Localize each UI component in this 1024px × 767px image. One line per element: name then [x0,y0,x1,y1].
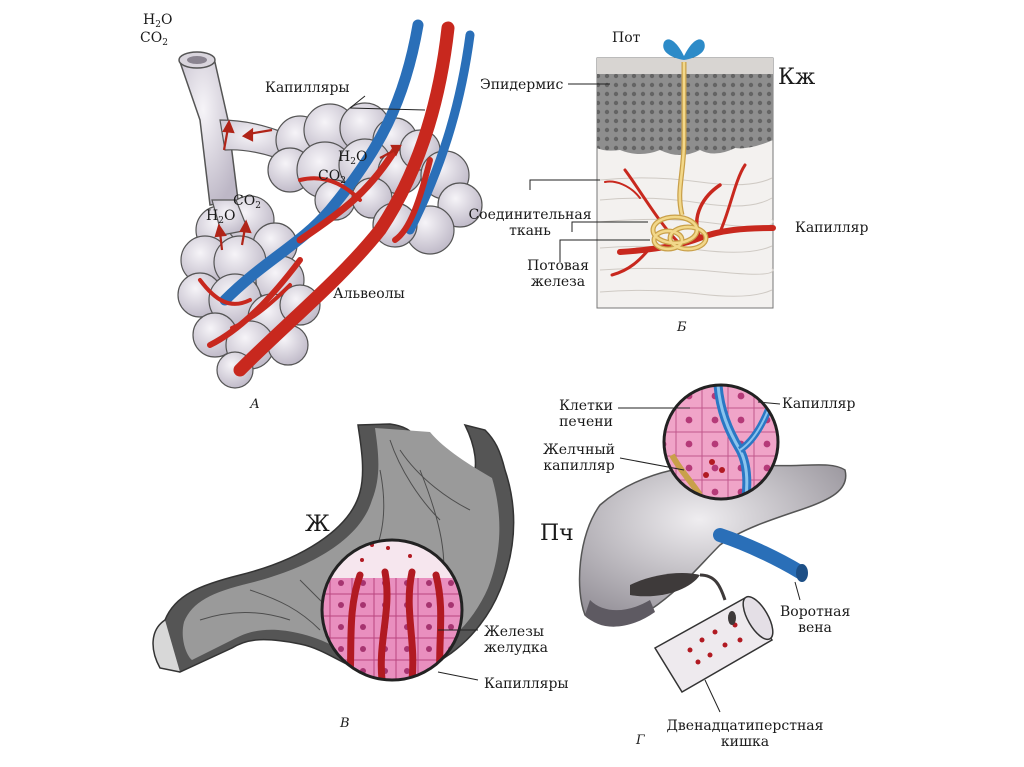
label-capillary-d: Капилляр [782,396,856,412]
label-h2o-left: H2O [206,208,236,226]
stomach-illustration [152,423,515,682]
label-h2o-top: H2O [143,12,173,30]
label-capillaries-c: Капилляры [484,676,569,692]
label-sweat: Пот [612,30,641,46]
label-stomach-letter: Ж [305,512,330,537]
caption-b: Б [677,320,687,335]
label-alveoli: Альвеолы [333,286,405,302]
label-skin-letter: Кж [778,65,816,90]
label-h2o-mid: H2O [338,149,368,167]
label-co2-top: CO2 [140,30,168,48]
caption-c: В [340,716,350,731]
label-liver-letter: Пч [540,521,574,546]
label-co2-mid: CO2 [318,168,346,186]
label-capillary-b: Капилляр [795,220,869,236]
caption-a: А [250,397,260,412]
label-epidermis: Эпидермис [480,77,564,93]
caption-d: Г [636,733,645,748]
liver-illustration [578,383,847,713]
skin-illustration [529,39,776,309]
label-capillaries-a: Капилляры [265,80,350,96]
alveoli-illustration [177,19,483,389]
label-co2-left: CO2 [233,193,261,211]
